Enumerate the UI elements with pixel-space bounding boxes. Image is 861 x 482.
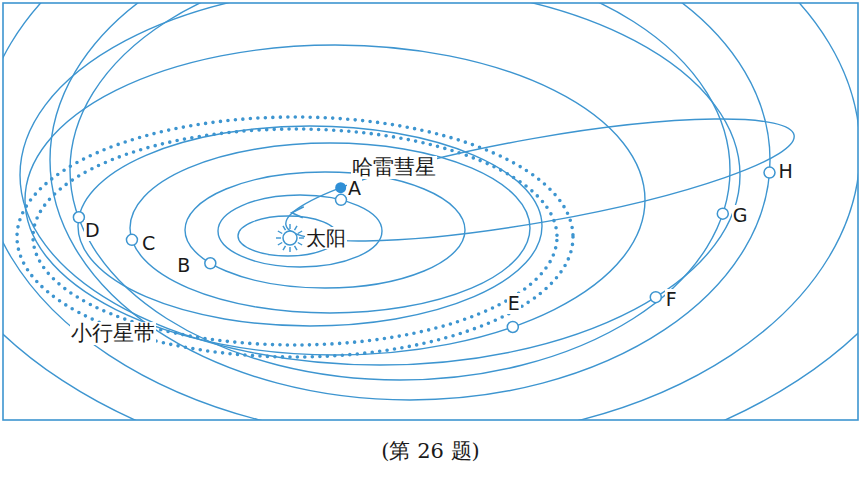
orbit: [185, 172, 465, 288]
orbit: [20, 3, 740, 365]
frame: [3, 3, 858, 420]
planet-marker: [126, 234, 137, 245]
planet-marker: [764, 167, 775, 178]
asteroid-belt: [17, 117, 573, 357]
planet-marker: [717, 208, 728, 219]
planet-letter: B: [176, 255, 191, 276]
comet-label: 哈雷彗星: [351, 156, 437, 179]
asteroid-belt: [33, 129, 557, 345]
sun-ray: [276, 237, 281, 238]
sun-ray: [298, 243, 302, 246]
orbits: [3, 3, 858, 420]
orbit: [50, 3, 770, 400]
caption: (第 26 题): [0, 440, 861, 463]
sun-ray: [299, 237, 304, 238]
comet-orbit: [279, 94, 802, 266]
halley-comet: [335, 182, 346, 193]
planet-letter: C: [141, 233, 156, 254]
orbit: [25, 45, 645, 355]
planet-marker: [205, 258, 216, 269]
planet-letter: A: [347, 178, 362, 199]
planet-markers: [73, 167, 775, 332]
planet-letter: E: [507, 293, 521, 314]
sun-ray: [283, 246, 286, 250]
planet-letter: G: [732, 205, 749, 226]
orbit: [3, 3, 858, 420]
sun-ray: [278, 231, 282, 234]
orbit: [70, 3, 730, 380]
planet-marker: [507, 321, 518, 332]
sun-label: 太阳: [305, 227, 347, 249]
orbit: [78, 126, 542, 326]
planet-marker: [73, 212, 84, 223]
planet-marker: [650, 292, 661, 303]
direction-arrow: [292, 207, 304, 218]
sun-ray: [278, 243, 282, 246]
sun-ray: [289, 247, 290, 252]
orbit: [218, 195, 382, 267]
sun-ray: [295, 226, 298, 230]
planet-marker: [336, 194, 347, 205]
planet-letter: D: [84, 220, 101, 241]
orbit: [130, 143, 530, 313]
sun-ray: [283, 226, 286, 230]
planet-letter: H: [778, 161, 794, 182]
orbit: [3, 3, 858, 420]
planet-letter: F: [665, 289, 678, 310]
belt-label: 小行星带: [70, 322, 156, 345]
sun-ray: [298, 231, 302, 234]
sun-ray: [295, 246, 298, 250]
sun-ray: [289, 224, 290, 229]
sun-symbol: [283, 231, 297, 245]
